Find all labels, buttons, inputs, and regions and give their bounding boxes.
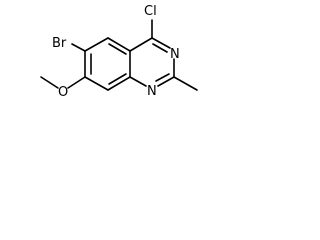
structure-diagram: Cl N N Br O	[0, 0, 250, 138]
bond-c4a-c4	[129, 37, 153, 52]
bond-c2-methyl	[173, 76, 198, 91]
bond-c4-n3	[151, 37, 171, 49]
bond-c4-n3-inner	[152, 43, 168, 53]
atom-nitrogen-upper-label: N	[170, 47, 180, 62]
bond-c6-br	[71, 43, 86, 52]
bond-c4a-c5	[107, 37, 131, 52]
atom-oxygen-label: O	[58, 85, 68, 100]
bond-c8-c8a-inner	[108, 73, 127, 85]
atom-nitrogen-lower-label: N	[147, 84, 157, 99]
bond-c2-n1-inner	[155, 73, 170, 82]
atom-bromine-label: Br	[52, 36, 67, 51]
bond-c4a-c5-inner	[108, 43, 127, 55]
atom-chlorine-label: Cl	[144, 4, 157, 19]
bond-c5-c6	[84, 37, 109, 52]
bond-c2-n1	[157, 76, 175, 87]
bond-c8-c8a	[107, 76, 131, 91]
bond-c7-o	[67, 76, 86, 89]
bond-o-methyl	[40, 76, 59, 89]
molecule-svg: Cl N N Br O	[40, 4, 198, 100]
bond-n1-c8a	[129, 76, 147, 87]
bond-c7-c8	[84, 76, 109, 91]
